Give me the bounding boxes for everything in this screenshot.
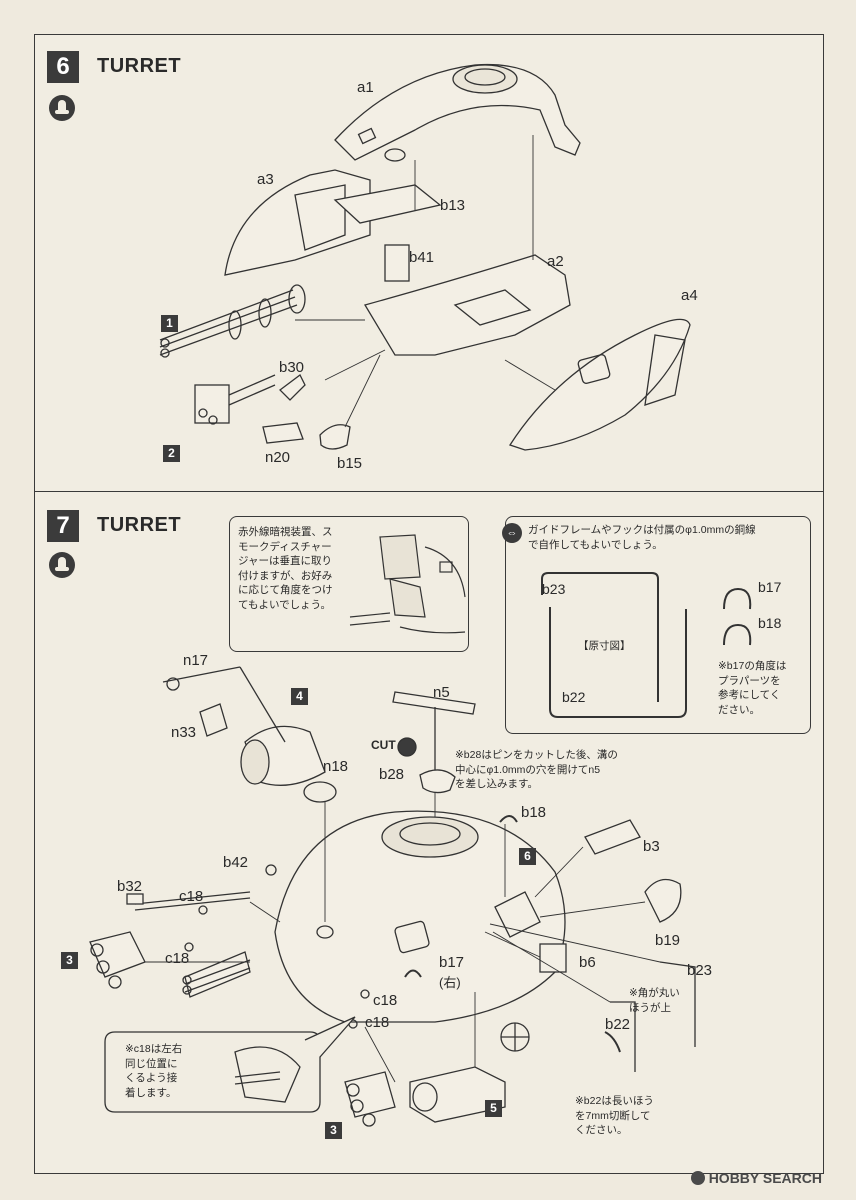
wire-fullsize-drawing (541, 572, 752, 718)
label-b28: b28 (379, 766, 405, 783)
label-a4: a4 (681, 287, 698, 304)
step7-title: TURRET (97, 514, 182, 536)
b28-note-line: ※b28はピンをカットした後、溝の (455, 749, 618, 761)
tip-line: プラパーツを (718, 674, 781, 687)
step6-panel: 6 TURRET (34, 34, 824, 492)
label-b23: b23 (542, 581, 566, 597)
glue-icon (49, 95, 75, 121)
c18-note-line: ※c18は左右 (125, 1043, 183, 1055)
subassembly-2-tag: 2 (163, 445, 180, 462)
step7-panel: 7 TURRET 赤外線暗視装置、ス モークディスチャー ジャーは垂直に取り 付… (34, 492, 824, 1174)
note-box-wire: ⇔ ガイドフレームやフックは付属のφ1.0mmの銅線 で自作してもよいでしょう。… (502, 516, 811, 734)
note-line: 赤外線暗視装置、ス (238, 526, 333, 538)
label-b30: b30 (279, 359, 305, 376)
note-detail-drawing (349, 534, 466, 634)
label-b18: b18 (521, 804, 547, 821)
label-b19: b19 (655, 932, 681, 949)
label-n33: n33 (171, 724, 197, 741)
label-c18: c18 (179, 888, 204, 905)
label-a1: a1 (357, 79, 374, 96)
note-line: 付けますが、お好み (238, 569, 333, 582)
step6-number: 6 (47, 51, 79, 83)
c18-note-line: 同じ位置に (125, 1057, 178, 1070)
glue-icon (49, 552, 75, 578)
b22-note-line: ください。 (575, 1124, 628, 1136)
note-line: ジャーは垂直に取り (238, 555, 332, 567)
b22-note-line: ※b22は長いほう (575, 1095, 654, 1107)
note-line: ガイドフレームやフックは付属のφ1.0mmの銅線 (528, 524, 756, 536)
label-n20: n20 (265, 449, 291, 466)
label-b15: b15 (337, 455, 363, 472)
label-b18: b18 (758, 615, 782, 631)
note-line: てもよいでしょう。 (238, 598, 332, 611)
label-b22: b22 (605, 1016, 631, 1033)
c18-note-line: 着します。 (125, 1086, 177, 1099)
fullsize-label: 【原寸図】 (578, 640, 631, 652)
step6-title: TURRET (97, 55, 182, 77)
b28-note-line: 中心にφ1.0mmの穴を開けてn5 (455, 763, 601, 776)
label-b42: b42 (223, 854, 249, 871)
label-b41: b41 (409, 249, 435, 266)
corner-note-line: ※角が丸い (629, 987, 680, 999)
label-b13: b13 (440, 197, 466, 214)
label-n17: n17 (183, 652, 209, 669)
subassembly-1-tag: 1 (161, 315, 178, 332)
note-box-angle: 赤外線暗視装置、ス モークディスチャー ジャーは垂直に取り 付けますが、お好み … (229, 516, 469, 652)
corner-note-line: ほうが上 (629, 1001, 671, 1014)
subassembly-3-tag: 3 (325, 1122, 342, 1139)
tip-line: 参考にしてく (718, 689, 781, 701)
arrows-icon: ⇔ (502, 523, 522, 543)
label-c18: c18 (373, 992, 398, 1009)
label-b22: b22 (562, 689, 586, 705)
step7-number: 7 (47, 510, 79, 542)
label-b3: b3 (643, 838, 660, 855)
label-c18: c18 (165, 950, 190, 967)
tip-line: ださい。 (718, 703, 760, 716)
label-b6: b6 (579, 954, 596, 971)
label-a3: a3 (257, 171, 274, 188)
watermark: HOBBY SEARCH (690, 1170, 822, 1186)
b22-note-line: を7mm切断して (575, 1109, 651, 1122)
label-a2: a2 (547, 253, 564, 270)
label-n5: n5 (433, 684, 450, 701)
hobbysearch-logo-icon (690, 1171, 705, 1185)
subassembly-6-tag: 6 (519, 848, 536, 865)
subassembly-5-tag: 5 (485, 1100, 502, 1117)
watermark-text: HOBBY SEARCH (708, 1170, 822, 1186)
step6-assembly-diagram (159, 63, 691, 451)
note-line: に応じて角度をつけ (238, 584, 333, 596)
label-right-side: (右) (439, 975, 461, 990)
note-line: で自作してもよいでしょう。 (528, 538, 663, 551)
b28-note-line: を差し込みます。 (455, 778, 538, 790)
label-b23: b23 (687, 962, 713, 979)
label-c18: c18 (365, 1014, 390, 1031)
step7-assembly-diagram (89, 666, 696, 1127)
label-n18: n18 (323, 758, 349, 775)
subassembly-3-tag: 3 (61, 952, 78, 969)
cut-label: CUT (371, 738, 396, 752)
note-line: モークディスチャー (238, 540, 332, 553)
label-b17: b17 (758, 579, 782, 595)
tip-line: ※b17の角度は (718, 660, 787, 672)
subassembly-4-tag: 4 (291, 688, 308, 705)
c18-note-line: くるよう接 (125, 1072, 178, 1084)
label-b17: b17 (439, 954, 465, 971)
label-b32: b32 (117, 878, 143, 895)
